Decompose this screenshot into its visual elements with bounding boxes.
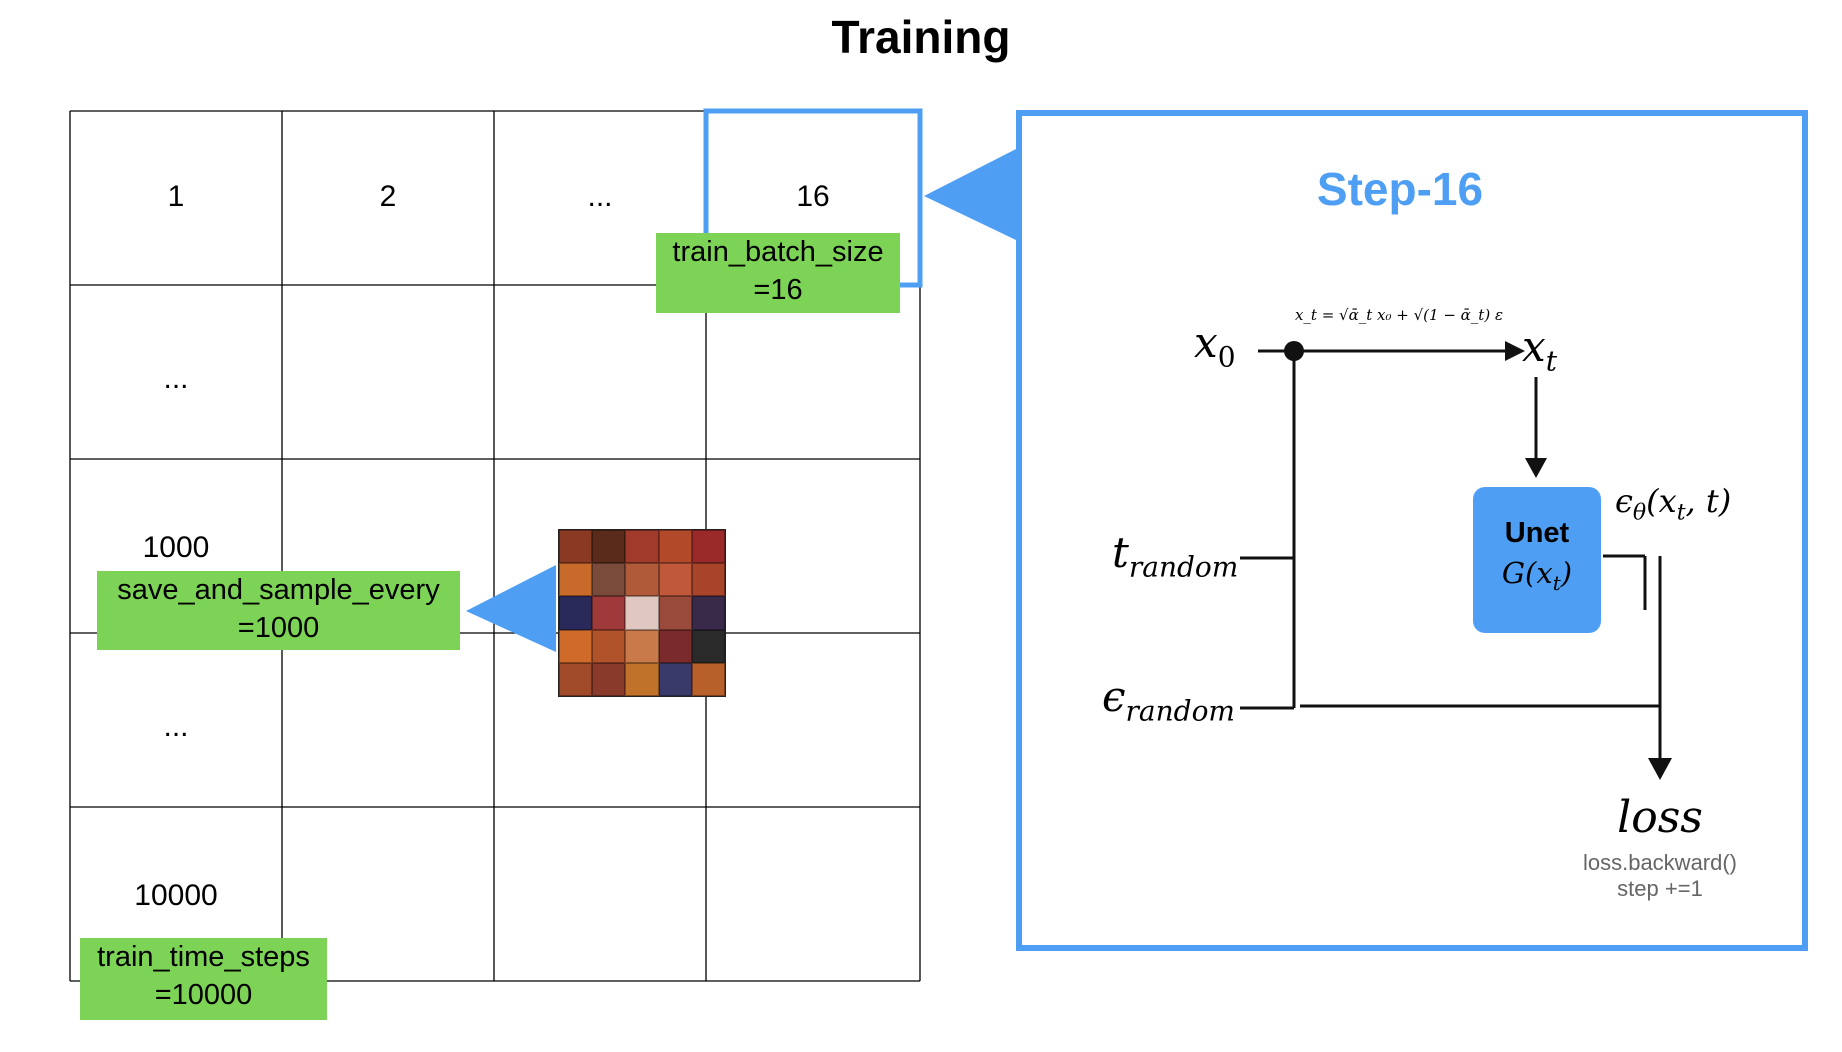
sample-image-tile xyxy=(658,530,692,564)
row-ellipsis-1: ... xyxy=(163,362,189,395)
sample-image-tile xyxy=(559,563,593,597)
x0-label-main: x xyxy=(1194,318,1218,367)
pointer-arrow-sample xyxy=(466,565,556,652)
pointer-arrow-to-panel xyxy=(924,148,1018,241)
sample-image-tile xyxy=(691,530,725,564)
sample-image-tile xyxy=(691,662,725,696)
page-title: Training xyxy=(831,11,1011,63)
cell-1: 1 xyxy=(167,180,185,213)
label-train-time-steps-line2: =10000 xyxy=(154,979,253,1011)
sample-image-tile xyxy=(691,563,725,597)
cell-16: 16 xyxy=(796,180,830,213)
sample-image-tile xyxy=(559,530,593,564)
flow-lines xyxy=(1240,349,1662,760)
loss-caption-line2: step +=1 xyxy=(1617,876,1703,901)
sample-image-tile xyxy=(658,563,692,597)
eps-theta-sub: θ xyxy=(1632,500,1647,526)
label-train-batch-size: train_batch_size =16 xyxy=(656,233,900,313)
sample-image-tile xyxy=(625,662,659,696)
label-train-time-steps-line1: train_time_steps xyxy=(97,941,310,973)
unet-function-sub: t xyxy=(1552,570,1561,595)
eps-theta-main: ϵ xyxy=(1615,482,1633,520)
label-train-batch-size-line2: =16 xyxy=(753,274,803,306)
unet-block: Unet G(xt) xyxy=(1473,487,1601,633)
junction-dot xyxy=(1284,341,1304,361)
sample-image-tile xyxy=(658,596,692,630)
xt-label-sub: t xyxy=(1545,344,1557,378)
sample-image-tile xyxy=(592,563,626,597)
label-save-and-sample-every: save_and_sample_every =1000 xyxy=(97,571,460,650)
eps-theta-args-end: , t) xyxy=(1685,482,1732,520)
sample-image-tile xyxy=(625,596,659,630)
arrowhead-unet xyxy=(1525,458,1547,478)
eps-theta-label: ϵθ(xt, t) xyxy=(1615,482,1731,525)
sample-image-tile xyxy=(592,596,626,630)
sample-image-tile xyxy=(625,563,659,597)
row-ellipsis-2: ... xyxy=(163,710,189,743)
cell-ellipsis: ... xyxy=(587,180,613,213)
sample-image-tile xyxy=(592,629,626,663)
sample-image-tile xyxy=(592,662,626,696)
loss-label: loss xyxy=(1617,792,1703,843)
x0-label: x0 xyxy=(1194,318,1236,373)
eps-theta-args-sub: t xyxy=(1676,500,1686,526)
label-save-and-sample-every-line1: save_and_sample_every xyxy=(117,574,440,606)
eps-random-label: ϵrandom xyxy=(1102,672,1235,727)
row-1000: 1000 xyxy=(142,531,210,564)
xt-label: xt xyxy=(1522,322,1557,377)
t-random-label: trandom xyxy=(1112,528,1238,583)
sample-images-thumbnail xyxy=(558,529,726,697)
step-panel xyxy=(1016,110,1808,951)
label-train-batch-size-line1: train_batch_size xyxy=(672,236,884,268)
cell-2: 2 xyxy=(379,180,397,213)
step-title: Step-16 xyxy=(1316,163,1484,215)
sample-image-tile xyxy=(559,662,593,696)
x0-label-sub: 0 xyxy=(1217,340,1236,374)
label-save-and-sample-every-line2: =1000 xyxy=(237,612,320,644)
arrowhead-xt xyxy=(1505,341,1525,361)
t-random-main: t xyxy=(1112,528,1129,577)
arrowhead-loss xyxy=(1648,758,1672,780)
row-10000: 10000 xyxy=(134,879,218,912)
unet-label: Unet xyxy=(1504,517,1570,549)
loss-caption: loss.backward() step +=1 xyxy=(1560,850,1760,902)
unet-function: G(xt) xyxy=(1473,556,1601,595)
unet-function-main: G(x xyxy=(1501,556,1553,590)
sample-image-tile xyxy=(691,596,725,630)
sample-image-tile xyxy=(658,629,692,663)
sample-image-tile xyxy=(559,629,593,663)
sample-image-tile xyxy=(592,530,626,564)
xt-label-main: x xyxy=(1522,322,1546,371)
eps-theta-args: (x xyxy=(1646,482,1677,520)
sample-image-tile xyxy=(625,530,659,564)
sample-image-tile xyxy=(559,596,593,630)
sample-image-tile xyxy=(691,629,725,663)
forward-formula: x_t = √ᾱ_t x₀ + √(1 − ᾱ_t) ε xyxy=(1294,306,1504,324)
sample-image-tile xyxy=(625,629,659,663)
eps-random-sub: random xyxy=(1125,694,1235,728)
label-train-time-steps: train_time_steps =10000 xyxy=(80,938,327,1020)
eps-random-main: ϵ xyxy=(1102,672,1126,721)
loss-caption-line1: loss.backward() xyxy=(1582,850,1738,875)
t-random-sub: random xyxy=(1128,550,1239,584)
unet-function-end: ) xyxy=(1560,556,1573,590)
sample-image-tile xyxy=(658,662,692,696)
